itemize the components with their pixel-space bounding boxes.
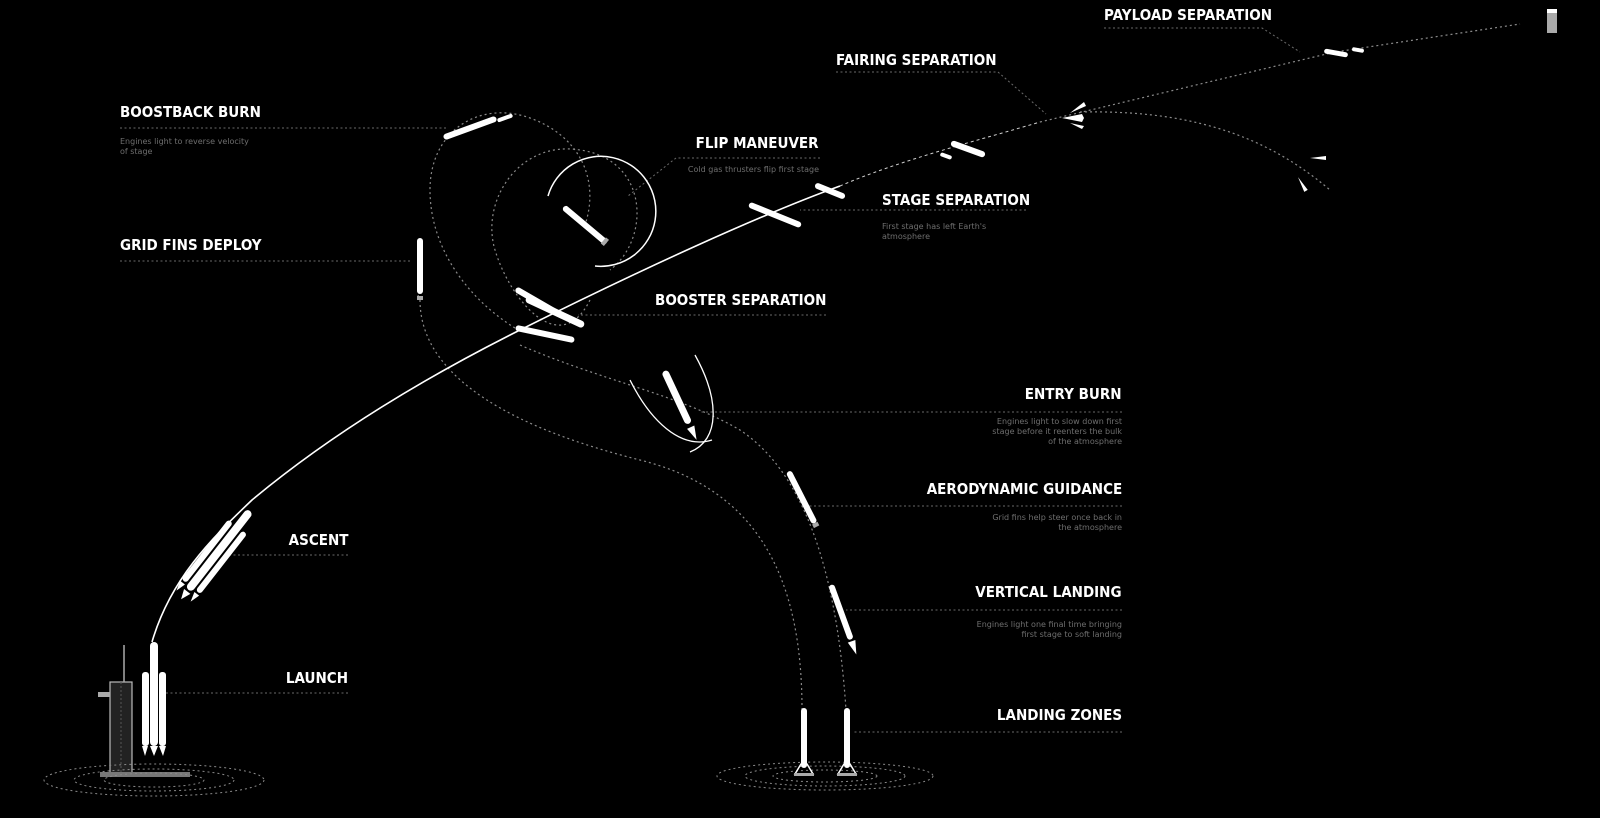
descent-trajectory-right: [519, 344, 847, 711]
description-aerodynamic-guidance: Grid fins help steer once back in the at…: [992, 513, 1122, 532]
label-landing-zones: LANDING ZONES: [996, 706, 1122, 724]
label-entry-burn: ENTRY BURN: [1025, 385, 1122, 403]
rocket-icon: [748, 202, 802, 228]
label-aerodynamic-guidance: AERODYNAMIC GUIDANCE: [926, 480, 1122, 498]
fairing-icon: [1298, 177, 1308, 192]
rocket-icon: [662, 370, 697, 440]
second-stage-trajectory: [839, 121, 1041, 187]
descent-trajectory-left: [419, 299, 803, 711]
fairing-icon: [1062, 102, 1086, 129]
label-booster-separation: BOOSTER SEPARATION: [654, 291, 826, 309]
landing-pad-icon: [793, 708, 815, 776]
payload-trajectory: [1039, 23, 1521, 123]
label-flip-maneuver: FLIP MANEUVER: [696, 134, 819, 152]
label-boostback-burn: BOOSTBACK BURN: [120, 103, 261, 121]
label-ascent: ASCENT: [288, 531, 348, 549]
rocket-icon: [417, 238, 423, 300]
landing-zone-rings: [716, 761, 934, 791]
ascent-trajectory: [151, 185, 841, 643]
leader-line-payload-separation: [1104, 27, 1301, 53]
rocket-icon: [1324, 48, 1348, 58]
rocket-icon: [786, 471, 820, 529]
rocket-icon: [176, 510, 252, 602]
label-vertical-landing: VERTICAL LANDING: [975, 583, 1122, 601]
leader-lines: [120, 27, 1301, 733]
entry-burn-arc: [629, 379, 713, 443]
label-grid-fins-deploy: GRID FINS DEPLOY: [120, 236, 262, 254]
rocket-icon: [142, 642, 166, 756]
rocket-icon: [525, 296, 585, 328]
rocket-icon: [497, 113, 513, 123]
rocket-icon: [1352, 47, 1364, 53]
rocket-icon: [950, 140, 986, 158]
landing-pad-icon: [836, 708, 858, 776]
rocket-icon: [515, 325, 575, 343]
rocket-icon: [814, 183, 846, 199]
rocket-icon: [829, 584, 857, 655]
description-entry-burn: Engines light to slow down first stage b…: [992, 417, 1122, 446]
label-stage-separation: STAGE SEPARATION: [882, 191, 1031, 209]
entry-burn-arc-outer: [689, 354, 714, 453]
flip-maneuver-arc: [547, 155, 657, 268]
fairing-icon: [1310, 156, 1326, 160]
description-stage-separation: First stage has left Earth's atmosphere: [882, 222, 987, 241]
leader-line-flip-maneuver: [627, 157, 820, 197]
side-booster-loop: [429, 112, 591, 329]
rocket-icon: [562, 205, 610, 247]
label-fairing-separation: FAIRING SEPARATION: [836, 51, 997, 69]
launch-pad-rings: [43, 763, 265, 797]
description-vertical-landing: Engines light one final time bringing fi…: [976, 620, 1122, 639]
rocket-icon: [940, 152, 952, 160]
payload-icon: [1547, 9, 1557, 33]
return-trajectories: [417, 23, 1521, 711]
description-flip-maneuver: Cold gas thrusters flip first stage: [687, 165, 819, 174]
rocket-icon: [443, 116, 497, 140]
fairing-trajectory: [1079, 111, 1331, 191]
label-launch: LAUNCH: [285, 669, 348, 687]
core-return-trajectory: [491, 148, 638, 326]
launch-tower-icon: [98, 645, 190, 777]
label-payload-separation: PAYLOAD SEPARATION: [1104, 6, 1273, 24]
leader-line-fairing-separation: [836, 71, 1047, 115]
description-boostback-burn: Engines light to reverse velocity of sta…: [120, 137, 249, 156]
